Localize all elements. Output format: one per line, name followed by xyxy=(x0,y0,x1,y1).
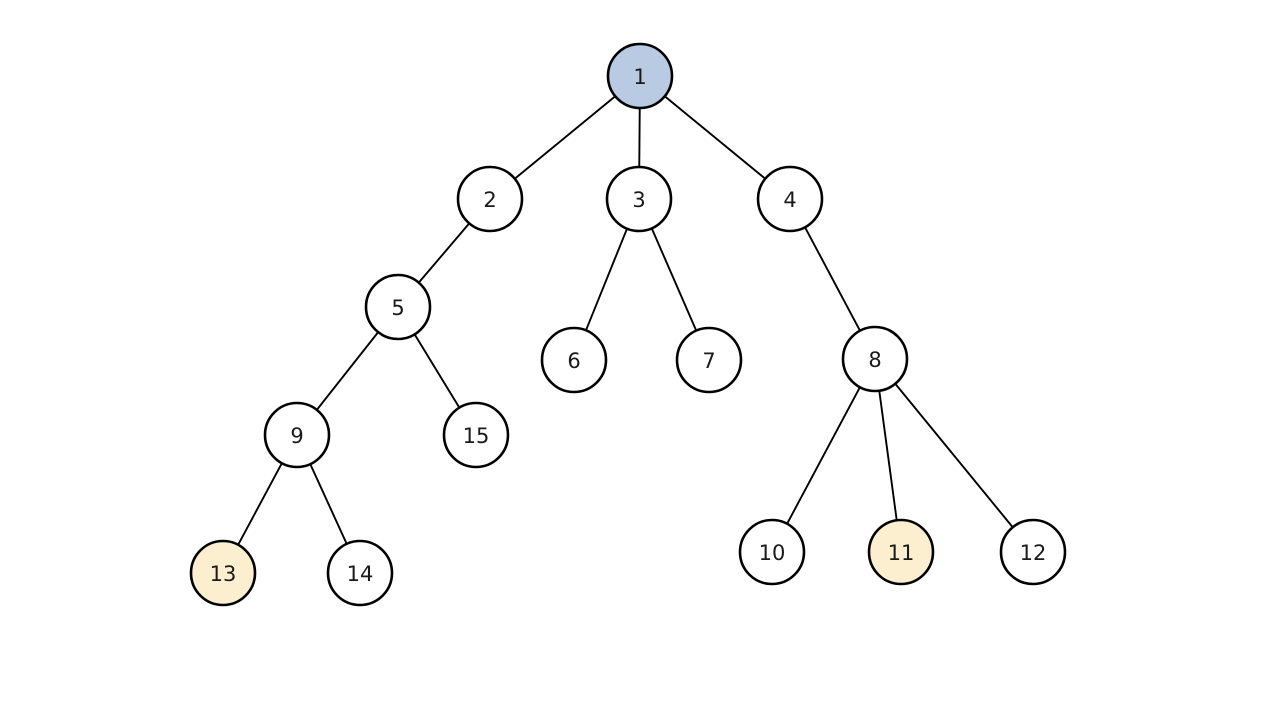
graph-node-14[interactable]: 14 xyxy=(326,539,394,607)
graph-edge-5-9 xyxy=(315,331,380,411)
graph-edge-1-2 xyxy=(513,95,617,180)
graph-node-12[interactable]: 12 xyxy=(999,518,1067,586)
node-circle-9[interactable] xyxy=(263,401,331,469)
graph-edge-8-11 xyxy=(878,389,898,522)
node-circle-11[interactable] xyxy=(867,518,935,586)
graph-edge-2-5 xyxy=(417,222,471,284)
graph-node-7[interactable]: 7 xyxy=(675,326,743,394)
node-circle-5[interactable] xyxy=(364,273,432,341)
node-circle-2[interactable] xyxy=(456,165,524,233)
graph-node-5[interactable]: 5 xyxy=(364,273,432,341)
graph-edge-5-15 xyxy=(413,333,461,409)
graph-node-2[interactable]: 2 xyxy=(456,165,524,233)
graph-node-3[interactable]: 3 xyxy=(605,165,673,233)
graph-edge-4-8 xyxy=(804,226,861,332)
graph-node-9[interactable]: 9 xyxy=(263,401,331,469)
graph-node-1[interactable]: 1 xyxy=(606,42,674,110)
graph-node-15[interactable]: 15 xyxy=(442,401,510,469)
node-circle-12[interactable] xyxy=(999,518,1067,586)
node-circle-1[interactable] xyxy=(606,42,674,110)
node-circle-3[interactable] xyxy=(605,165,673,233)
graph-node-13[interactable]: 13 xyxy=(189,539,257,607)
graph-edge-8-12 xyxy=(894,382,1014,529)
node-circle-6[interactable] xyxy=(540,326,608,394)
node-circle-14[interactable] xyxy=(326,539,394,607)
node-circle-10[interactable] xyxy=(738,518,806,586)
graph-edge-9-13 xyxy=(237,462,283,546)
graph-node-11[interactable]: 11 xyxy=(867,518,935,586)
node-circle-8[interactable] xyxy=(841,325,909,393)
graph-edge-8-10 xyxy=(786,386,861,525)
graph-edge-3-6 xyxy=(585,227,628,332)
graph-node-8[interactable]: 8 xyxy=(841,325,909,393)
node-circle-7[interactable] xyxy=(675,326,743,394)
graph-edge-3-7 xyxy=(650,227,698,332)
graph-edge-9-14 xyxy=(309,463,348,545)
node-circle-4[interactable] xyxy=(756,165,824,233)
edge-layer xyxy=(237,95,1014,546)
graph-node-4[interactable]: 4 xyxy=(756,165,824,233)
graph-node-6[interactable]: 6 xyxy=(540,326,608,394)
node-circle-15[interactable] xyxy=(442,401,510,469)
node-circle-13[interactable] xyxy=(189,539,257,607)
graph-node-10[interactable]: 10 xyxy=(738,518,806,586)
graph-edge-1-4 xyxy=(663,95,767,180)
